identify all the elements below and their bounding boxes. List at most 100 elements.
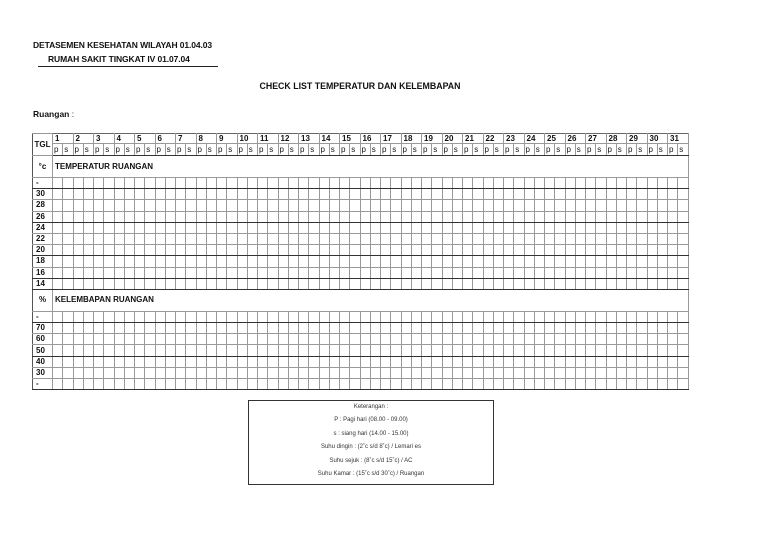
temperature-check-cell[interactable]: [472, 176, 484, 190]
humidity-check-cell[interactable]: [154, 322, 166, 335]
humidity-check-cell[interactable]: [656, 366, 669, 380]
humidity-check-cell[interactable]: [605, 355, 617, 368]
temperature-check-cell[interactable]: [502, 266, 515, 279]
humidity-check-cell[interactable]: [615, 344, 628, 357]
temperature-check-cell[interactable]: [328, 244, 341, 257]
humidity-check-cell[interactable]: [297, 355, 310, 368]
humidity-check-cell[interactable]: [543, 355, 556, 368]
humidity-check-cell[interactable]: [133, 333, 146, 346]
temperature-check-cell[interactable]: [390, 244, 402, 257]
temperature-check-cell[interactable]: [185, 210, 197, 223]
temperature-check-cell[interactable]: [656, 221, 669, 234]
humidity-check-cell[interactable]: [543, 333, 556, 346]
humidity-check-cell[interactable]: [297, 310, 310, 324]
temperature-check-cell[interactable]: [595, 232, 607, 246]
temperature-check-cell[interactable]: [103, 232, 115, 246]
humidity-check-cell[interactable]: [502, 344, 515, 357]
temperature-check-cell[interactable]: [215, 221, 228, 234]
temperature-check-cell[interactable]: [666, 188, 679, 201]
temperature-check-cell[interactable]: [256, 176, 269, 190]
humidity-check-cell[interactable]: [554, 310, 566, 324]
humidity-check-cell[interactable]: [205, 366, 218, 380]
temperature-check-cell[interactable]: [92, 255, 105, 268]
temperature-check-cell[interactable]: [584, 277, 597, 290]
temperature-check-cell[interactable]: [144, 277, 156, 290]
humidity-check-cell[interactable]: [605, 344, 617, 357]
humidity-check-cell[interactable]: [144, 355, 156, 368]
humidity-check-cell[interactable]: [646, 344, 658, 357]
humidity-check-cell[interactable]: [543, 366, 556, 380]
temperature-check-cell[interactable]: [113, 255, 125, 268]
humidity-check-cell[interactable]: [533, 310, 546, 324]
humidity-check-cell[interactable]: [318, 333, 330, 346]
temperature-check-cell[interactable]: [677, 277, 689, 290]
temperature-check-cell[interactable]: [164, 266, 177, 279]
temperature-check-cell[interactable]: [656, 255, 669, 268]
temperature-check-cell[interactable]: [574, 221, 587, 234]
temperature-check-cell[interactable]: [287, 244, 300, 257]
humidity-check-cell[interactable]: [461, 366, 474, 380]
temperature-check-cell[interactable]: [677, 266, 689, 279]
humidity-check-cell[interactable]: [62, 344, 74, 357]
humidity-check-cell[interactable]: [420, 333, 433, 346]
temperature-check-cell[interactable]: [338, 244, 351, 257]
temperature-check-cell[interactable]: [441, 277, 453, 290]
temperature-check-cell[interactable]: [666, 199, 679, 212]
temperature-check-cell[interactable]: [51, 232, 64, 246]
humidity-check-cell[interactable]: [369, 355, 382, 368]
temperature-check-cell[interactable]: [338, 221, 351, 234]
temperature-check-cell[interactable]: [215, 232, 228, 246]
humidity-check-cell[interactable]: [472, 355, 484, 368]
humidity-check-cell[interactable]: [328, 333, 341, 346]
temperature-check-cell[interactable]: [123, 210, 136, 223]
temperature-check-cell[interactable]: [236, 277, 248, 290]
temperature-check-cell[interactable]: [338, 176, 351, 190]
temperature-check-cell[interactable]: [574, 188, 587, 201]
temperature-check-cell[interactable]: [523, 176, 535, 190]
humidity-check-cell[interactable]: [420, 366, 433, 380]
temperature-check-cell[interactable]: [215, 210, 228, 223]
humidity-check-cell[interactable]: [359, 310, 371, 324]
temperature-check-cell[interactable]: [523, 255, 535, 268]
temperature-check-cell[interactable]: [666, 255, 679, 268]
temperature-check-cell[interactable]: [379, 232, 392, 246]
humidity-check-cell[interactable]: [677, 322, 689, 335]
temperature-check-cell[interactable]: [215, 255, 228, 268]
temperature-check-cell[interactable]: [236, 199, 248, 212]
humidity-check-cell[interactable]: [154, 377, 166, 391]
temperature-check-cell[interactable]: [226, 188, 238, 201]
temperature-check-cell[interactable]: [82, 232, 95, 246]
humidity-check-cell[interactable]: [584, 333, 597, 346]
temperature-check-cell[interactable]: [328, 266, 341, 279]
humidity-check-cell[interactable]: [195, 310, 207, 324]
humidity-check-cell[interactable]: [328, 310, 341, 324]
humidity-check-cell[interactable]: [472, 310, 484, 324]
temperature-check-cell[interactable]: [215, 188, 228, 201]
humidity-check-cell[interactable]: [103, 322, 115, 335]
humidity-check-cell[interactable]: [400, 322, 412, 335]
temperature-check-cell[interactable]: [195, 176, 207, 190]
temperature-check-cell[interactable]: [502, 277, 515, 290]
temperature-check-cell[interactable]: [369, 221, 382, 234]
humidity-check-cell[interactable]: [359, 355, 371, 368]
temperature-check-cell[interactable]: [103, 210, 115, 223]
temperature-check-cell[interactable]: [164, 176, 177, 190]
temperature-check-cell[interactable]: [226, 266, 238, 279]
temperature-check-cell[interactable]: [420, 188, 433, 201]
temperature-check-cell[interactable]: [72, 266, 84, 279]
humidity-check-cell[interactable]: [133, 355, 146, 368]
temperature-check-cell[interactable]: [195, 210, 207, 223]
temperature-check-cell[interactable]: [349, 232, 361, 246]
humidity-check-cell[interactable]: [72, 366, 84, 380]
humidity-check-cell[interactable]: [256, 344, 269, 357]
temperature-check-cell[interactable]: [72, 255, 84, 268]
humidity-check-cell[interactable]: [595, 344, 607, 357]
temperature-check-cell[interactable]: [523, 188, 535, 201]
temperature-check-cell[interactable]: [113, 176, 125, 190]
temperature-check-cell[interactable]: [195, 188, 207, 201]
temperature-check-cell[interactable]: [185, 188, 197, 201]
humidity-check-cell[interactable]: [133, 310, 146, 324]
temperature-check-cell[interactable]: [574, 255, 587, 268]
temperature-check-cell[interactable]: [92, 199, 105, 212]
temperature-check-cell[interactable]: [236, 244, 248, 257]
